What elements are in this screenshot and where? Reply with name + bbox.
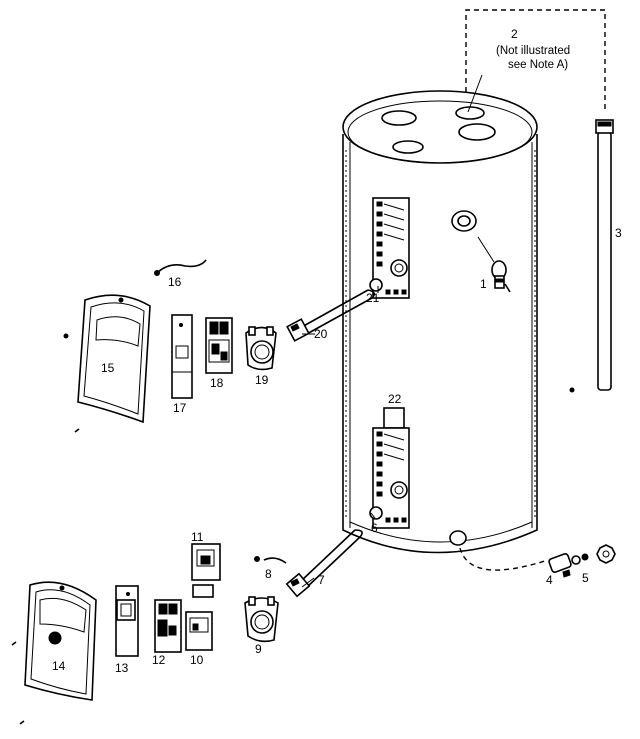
lower-thermostat-bracket-top <box>191 543 221 581</box>
lower-insulation-pad <box>115 585 139 657</box>
lower-control-panel <box>369 427 410 529</box>
label-part-22: 22 <box>388 392 402 406</box>
label-part-12: 12 <box>152 653 166 667</box>
part-labels: 1 2 (Not illustrated see Note A) 3 4 5 6… <box>52 27 622 675</box>
label-part-14: 14 <box>52 659 66 673</box>
note-not-illustrated: (Not illustrated <box>496 45 570 57</box>
lower-heating-element <box>285 529 363 598</box>
spacer-block <box>192 584 214 598</box>
upper-access-cover <box>63 294 151 433</box>
drain-valve-assembly <box>459 387 616 578</box>
upper-thermostat <box>205 317 233 374</box>
lower-thermostat-base <box>185 611 213 651</box>
lower-thermostat <box>154 599 182 653</box>
label-part-17: 17 <box>173 401 187 415</box>
upper-thermostat-bracket <box>245 326 277 371</box>
water-heater-tank <box>342 90 538 554</box>
label-part-8: 8 <box>265 567 272 581</box>
label-part-6: 6 <box>371 521 378 535</box>
label-part-19: 19 <box>255 373 269 387</box>
label-part-10: 10 <box>190 653 204 667</box>
label-part-16: 16 <box>168 275 182 289</box>
label-plate <box>383 407 405 429</box>
upper-heating-element <box>286 289 376 342</box>
lower-element-bracket <box>244 596 279 643</box>
label-part-13: 13 <box>115 661 129 675</box>
label-part-5: 5 <box>582 571 589 585</box>
label-part-1: 1 <box>480 277 487 291</box>
part-1-fitting <box>477 236 511 293</box>
label-part-11: 11 <box>191 530 204 544</box>
label-part-21: 21 <box>366 291 380 305</box>
note-see-note-a: see Note A) <box>508 59 568 71</box>
jumper-wire <box>154 259 207 276</box>
label-part-3: 3 <box>615 226 622 240</box>
label-part-9: 9 <box>255 642 262 656</box>
lower-access-cover <box>11 581 97 725</box>
wire-clip <box>254 556 287 564</box>
label-part-4: 4 <box>546 573 553 587</box>
upper-control-panel <box>369 197 410 299</box>
upper-insulation-pad <box>171 314 193 399</box>
leader-lines <box>301 74 483 588</box>
label-part-20: 20 <box>314 327 328 341</box>
label-part-2: 2 <box>511 27 518 41</box>
label-part-7: 7 <box>318 573 325 587</box>
label-part-15: 15 <box>101 361 115 375</box>
anode-rod <box>465 9 614 391</box>
label-part-18: 18 <box>210 376 224 390</box>
